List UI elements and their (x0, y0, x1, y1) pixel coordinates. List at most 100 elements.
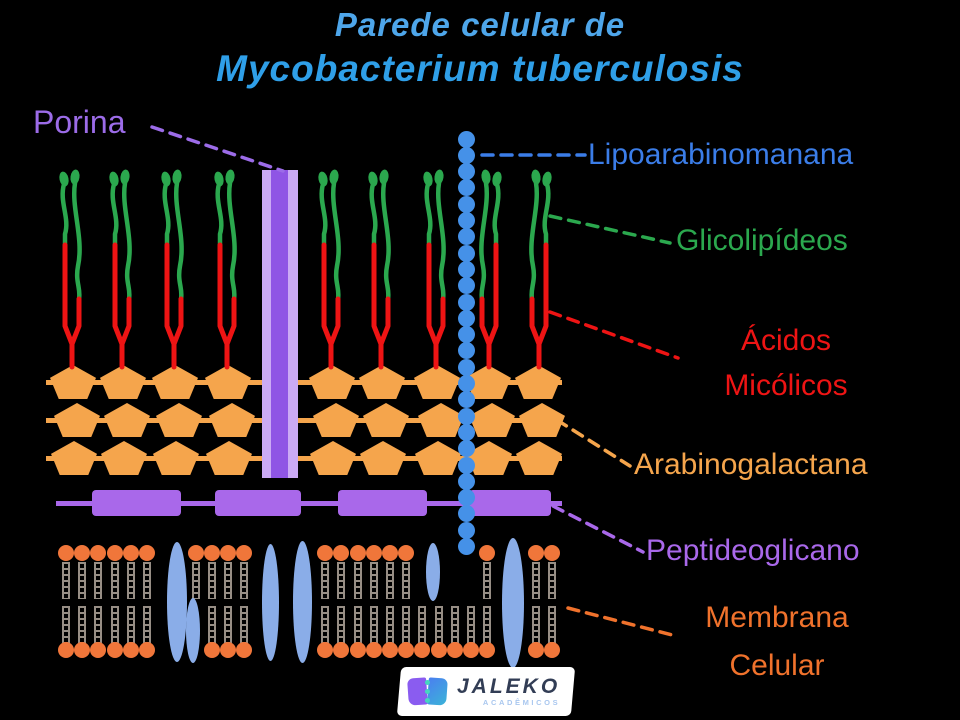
arabinogalactan-pentagon (515, 365, 561, 399)
glycolipid-mycolic-unit (423, 169, 446, 370)
phospholipid-tail (224, 606, 232, 643)
label-membrana-line2: Celular (729, 649, 825, 682)
phospholipid-head (317, 545, 334, 561)
lipoarabinomannan-bead (457, 342, 475, 360)
membrane-protein (186, 598, 200, 663)
arabinogalactan-strand-line (46, 380, 562, 385)
lipoarabinomannan-bead (457, 293, 475, 311)
phospholipid-head (349, 545, 366, 561)
lipoarabinomannan-bead (457, 195, 475, 213)
phospholipid-tail (386, 562, 394, 599)
phospholipid-tail (207, 562, 216, 599)
phospholipid-tail (402, 562, 411, 599)
label-peptideoglicano: Peptideoglicano (646, 534, 860, 567)
peptidoglycan-segment (92, 490, 181, 516)
label-lipoarabinomanana: Lipoarabinomanana (588, 138, 854, 171)
arabinogalactan-pentagon (50, 365, 96, 399)
logo-subtitle: ACADÊMICOS (482, 698, 561, 707)
label-membrana-celular: Membrana Celular (602, 594, 952, 690)
phospholipid-tail (353, 606, 362, 643)
lipoarabinomannan-bead (457, 456, 475, 474)
lipoarabinomannan-bead (457, 472, 475, 490)
phospholipid-head (58, 642, 74, 658)
phospholipid-head (122, 545, 139, 561)
phospholipid-head (236, 545, 253, 561)
phospholipid-tail (418, 606, 427, 643)
book-spine-dot (425, 688, 430, 694)
phospholipid-head (139, 545, 155, 561)
lipoarabinomannan-bead (457, 212, 475, 229)
membrane-protein (502, 538, 524, 668)
phospholipid-head (349, 642, 366, 658)
arabinogalactan-pentagon (152, 365, 198, 399)
arabinogalactan-pentagon (205, 365, 251, 399)
lipoarabinomannan-bead (457, 358, 475, 376)
title-line-2: Mycobacterium tuberculosis (216, 48, 744, 89)
arabinogalactan-pentagon (104, 403, 150, 437)
phospholipid-head (430, 642, 447, 658)
phospholipid-tail (483, 606, 492, 643)
phospholipid-tail (240, 562, 249, 599)
label-glicolipideos: Glicolipídeos (676, 224, 848, 257)
glycolipid-mycolic-unit (479, 169, 502, 370)
label-acidos-micolicos: Ácidos Micólicos (611, 318, 960, 408)
book-spine-dot (425, 679, 430, 685)
phospholipid-tail (369, 562, 378, 599)
phospholipid-head (365, 642, 382, 658)
lipoarabinomannan-bead (457, 179, 475, 197)
phospholipid-tail (321, 606, 330, 643)
peptidoglycan-segment (469, 490, 551, 516)
arabinogalactan-pentagon (209, 403, 255, 437)
phospholipid-tail (240, 606, 249, 643)
phospholipid-head (58, 545, 74, 561)
arabinogalactan-pentagon (359, 365, 405, 399)
title-line-1: Parede celular de (334, 6, 626, 43)
phospholipid-head (544, 642, 560, 658)
book-right-page (427, 676, 448, 706)
phospholipid-tail (337, 606, 346, 643)
arabinogalactan-pentagon (206, 441, 252, 475)
phospholipid-head (446, 642, 463, 658)
phospholipid-tail (353, 562, 362, 599)
glycolipid-mycolic-unit (59, 169, 82, 370)
phospholipid-tail (224, 562, 232, 599)
arabinogalactan-pentagon (516, 441, 562, 475)
phospholipid-tail (434, 606, 443, 643)
phospholipid-tail (531, 562, 540, 599)
phospholipid-tail (126, 606, 135, 643)
logo-brand: JALEKO (457, 675, 561, 698)
lipoarabinomannan-bead (457, 521, 475, 539)
glycolipid-mycolic-unit (318, 169, 341, 370)
lipoarabinomannan-bead (457, 505, 475, 523)
arabinogalactan-pentagon (156, 403, 202, 437)
peptidoglycan-strand (56, 501, 562, 506)
lipoarabinomannan-bead (457, 489, 475, 507)
phospholipid-head (544, 545, 560, 561)
phospholipid-head (317, 642, 334, 658)
label-arabinogalactana: Arabinogalactana (634, 448, 868, 481)
phospholipid-tail (94, 562, 103, 599)
phospholipid-head (203, 545, 220, 561)
lipoarabinomannan-bead (457, 423, 475, 441)
label-acidos-line2: Micólicos (724, 369, 848, 402)
phospholipid-head (365, 545, 382, 561)
arabinogalactan-pentagon (313, 403, 359, 437)
phospholipid-head (74, 545, 91, 561)
arabinogalactan-pentagon (414, 365, 460, 399)
lipoarabinomannan-bead (457, 326, 475, 344)
membrane-protein (261, 544, 279, 661)
lipoarabinomannan-bead (457, 163, 475, 181)
phospholipid-head (122, 642, 139, 658)
arabinogalactan-pentagon (101, 441, 147, 475)
phospholipid-head (382, 642, 398, 658)
lipoarabinomannan-bead (457, 130, 475, 148)
phospholipid-head (382, 545, 398, 561)
arabinogalactan-pentagon (54, 403, 100, 437)
arabinogalactan-pentagon (415, 441, 461, 475)
phospholipid-tail (110, 562, 119, 599)
arabinogalactan-pentagon (100, 365, 146, 399)
phospholipid-tail (62, 562, 70, 599)
arabinogalactan-strand-line (46, 418, 562, 423)
